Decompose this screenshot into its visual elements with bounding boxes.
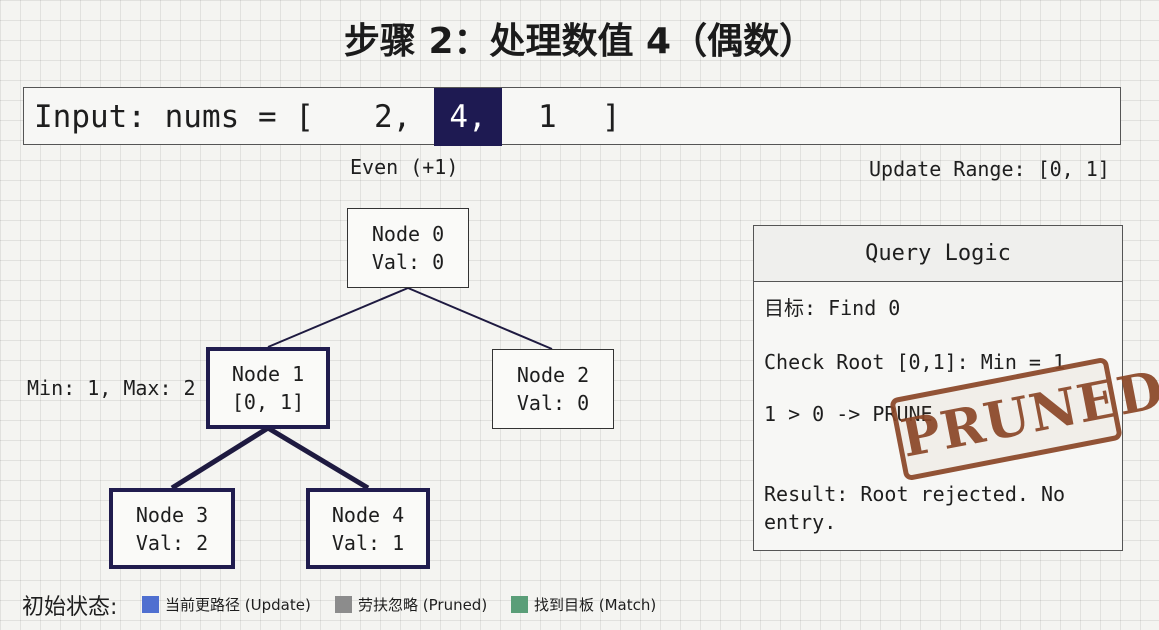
node-4-value: Val: 1 bbox=[331, 530, 405, 555]
panel-result: Result: Root rejected. No entry. bbox=[764, 482, 1066, 534]
node-2-title: Node 2 bbox=[516, 363, 590, 387]
legend-swatch-pruned bbox=[335, 596, 352, 613]
node1-range-label: Min: 1, Max: 2 bbox=[27, 376, 196, 400]
input-value-1-active: 4, bbox=[434, 88, 502, 146]
legend-swatch-match bbox=[511, 596, 528, 613]
node-0-title: Node 0 bbox=[371, 222, 445, 246]
parity-label: Even (+1) bbox=[350, 155, 459, 179]
node-1-title: Node 1 bbox=[231, 362, 305, 386]
panel-check: Check Root [0,1]: Min = 1 bbox=[764, 350, 1066, 374]
edge-node1-node3 bbox=[170, 425, 270, 491]
legend-label-pruned: 劳扶忽略 (Pruned) bbox=[358, 596, 488, 614]
edge-node0-node1 bbox=[267, 287, 409, 348]
input-value-2: 1 bbox=[538, 99, 557, 135]
node-4-title: Node 4 bbox=[331, 502, 405, 527]
node-2-value: Val: 0 bbox=[516, 391, 590, 415]
page-title: 步骤 2：处理数值 4（偶数） bbox=[343, 21, 816, 62]
legend-label-update: 当前更路径 (Update) bbox=[165, 596, 311, 614]
input-array-bar: Input: nums = [ 2, 4, 1 ] bbox=[23, 87, 1121, 146]
legend-item-pruned: 劳扶忽略 (Pruned) bbox=[335, 594, 487, 615]
panel-target: 目标: Find 0 bbox=[764, 296, 901, 320]
legend-item-update: 当前更路径 (Update) bbox=[142, 594, 311, 615]
tree-node-3: Node 3 Val: 2 bbox=[109, 488, 235, 569]
input-value-0: 2, bbox=[374, 99, 412, 135]
node-0-value: Val: 0 bbox=[371, 250, 445, 274]
panel-compare: 1 > 0 -> PRUNE bbox=[764, 402, 933, 426]
tree-node-1: Node 1 [0, 1] bbox=[206, 347, 330, 429]
panel-title: Query Logic bbox=[754, 226, 1122, 282]
node-3-value: Val: 2 bbox=[135, 530, 209, 555]
update-range-label: Update Range: [0, 1] bbox=[869, 157, 1110, 181]
tree-node-0: Node 0 Val: 0 bbox=[347, 208, 469, 288]
input-suffix: ] bbox=[602, 99, 621, 135]
legend-swatch-update bbox=[142, 596, 159, 613]
edge-node1-node4 bbox=[266, 425, 370, 491]
tree-node-4: Node 4 Val: 1 bbox=[306, 488, 430, 569]
input-prefix: Input: nums = [ bbox=[34, 99, 314, 135]
legend-item-match: 找到目板 (Match) bbox=[511, 594, 656, 615]
legend-title: 初始状态: bbox=[22, 595, 118, 620]
tree-node-2: Node 2 Val: 0 bbox=[492, 349, 614, 429]
edge-node0-node2 bbox=[407, 287, 553, 350]
legend-label-match: 找到目板 (Match) bbox=[534, 596, 657, 614]
node-3-title: Node 3 bbox=[135, 502, 209, 527]
node-1-value: [0, 1] bbox=[231, 390, 305, 414]
query-logic-panel: Query Logic 目标: Find 0 Check Root [0,1]:… bbox=[753, 225, 1123, 551]
